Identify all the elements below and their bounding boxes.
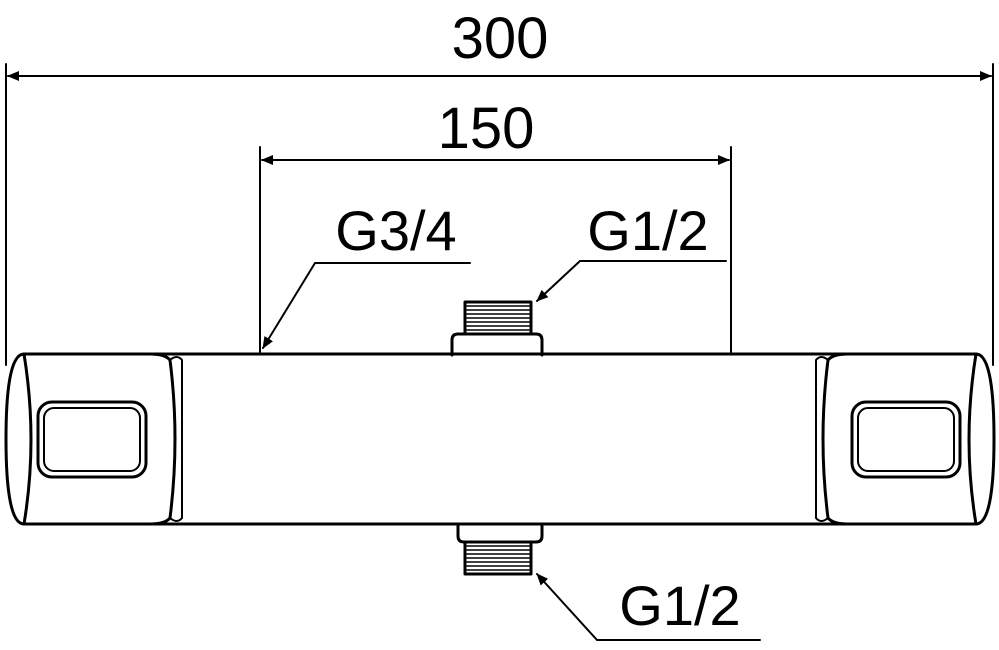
right-end-cap-inner bbox=[967, 352, 978, 526]
inlet-spacing-dimension: 150 bbox=[259, 96, 732, 353]
body-thread-leader-line bbox=[262, 262, 471, 349]
top-inlet-base bbox=[450, 332, 544, 357]
body-thread-label: G3/4 bbox=[335, 199, 456, 262]
inlet-dimension-label: 150 bbox=[438, 96, 535, 161]
bottom-outlet-threaded-nipple bbox=[463, 540, 533, 576]
right-handle-separator-inner bbox=[815, 356, 829, 522]
bottom-outlet-thread-lines bbox=[466, 545, 530, 571]
left-handle-separator-inner bbox=[169, 356, 183, 522]
right-handle-separator-outer bbox=[821, 352, 850, 526]
top-inlet-thread-lines bbox=[466, 305, 530, 331]
bottom-outlet-leader-line bbox=[536, 573, 761, 641]
left-handle-grip-outer bbox=[36, 400, 148, 479]
right-end-cap bbox=[974, 352, 996, 526]
overall-dimension-label: 300 bbox=[452, 6, 549, 71]
mixer-body bbox=[4, 352, 996, 526]
bottom-outlet-leader: G1/2 bbox=[536, 573, 761, 641]
right-handle-grip-outer bbox=[850, 400, 962, 479]
top-inlet-label: G1/2 bbox=[587, 199, 708, 262]
overall-dimension: 300 bbox=[5, 6, 994, 366]
top-inlet-threaded-nipple bbox=[463, 300, 533, 336]
left-handle-grip-inner bbox=[43, 407, 141, 472]
left-end-cap bbox=[4, 352, 26, 526]
left-handle-separator-outer bbox=[148, 352, 177, 526]
bottom-outlet-fitting bbox=[456, 522, 544, 576]
top-inlet-leader-line bbox=[536, 260, 727, 302]
left-end-cap-inner bbox=[22, 352, 33, 526]
body-thread-leader: G3/4 bbox=[262, 199, 471, 349]
right-handle-grip-inner bbox=[857, 407, 955, 472]
top-inlet-leader: G1/2 bbox=[536, 199, 727, 302]
bottom-outlet-label: G1/2 bbox=[619, 574, 740, 637]
top-inlet-fitting bbox=[450, 300, 544, 357]
bottom-outlet-base bbox=[456, 522, 544, 544]
